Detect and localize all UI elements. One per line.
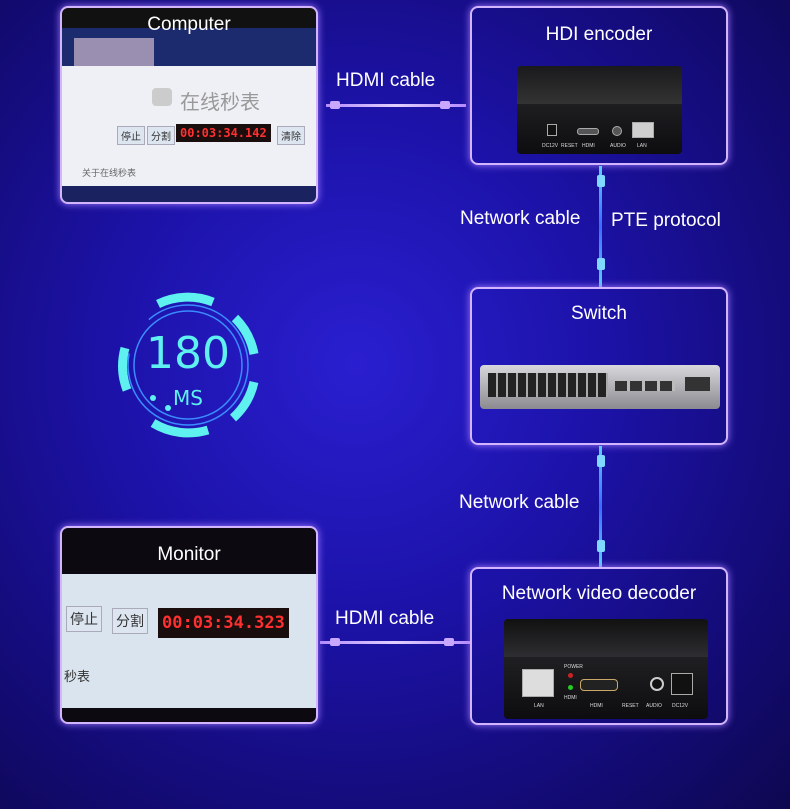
clear-button: 清除: [277, 126, 305, 145]
plug-icon: [597, 175, 605, 187]
plug-icon: [597, 258, 605, 270]
computer-title: Computer: [147, 14, 231, 35]
latency-gauge: 180 MS: [113, 290, 263, 440]
app-title: 在线秒表: [180, 92, 260, 114]
plug-icon: [597, 540, 605, 552]
port-label: HDMI: [582, 143, 595, 149]
port-label: LAN: [534, 703, 544, 709]
plug-icon: [440, 101, 450, 109]
switch-device-image: [480, 365, 720, 409]
network-cable-top: [599, 166, 602, 287]
encoder-panel: HDI encoder DC12V RESET HDMI AUDIO LAN: [470, 6, 728, 165]
hdmi-cable-label-top: HDMI cable: [336, 70, 436, 91]
network-cable-label-bottom: Network cable: [459, 492, 580, 513]
port-label: LAN: [637, 143, 647, 149]
port-label: HDMI: [564, 695, 577, 701]
stop-button: 停止: [117, 126, 145, 145]
decoder-device-image: LAN POWER HDMI HDMI RESET AUDIO DC12V: [504, 619, 708, 719]
port-label: POWER: [564, 664, 583, 670]
port-label: HDMI: [590, 703, 603, 709]
plug-icon: [330, 638, 340, 646]
port-label: RESET: [622, 703, 639, 709]
port-label: DC12V: [672, 703, 689, 709]
port-label: AUDIO: [610, 143, 626, 149]
gauge-ring-icon: [118, 292, 259, 438]
switch-panel: Switch: [470, 287, 728, 445]
encoder-device-image: DC12V RESET HDMI AUDIO LAN: [517, 66, 682, 154]
port-label: RESET: [561, 143, 578, 149]
plug-icon: [597, 455, 605, 467]
decoder-title: Network video decoder: [501, 583, 697, 604]
monitor-title: Monitor: [157, 544, 221, 565]
computer-screen: 在线秒表 停止 分割 00:03:34.142 清除 关于在线秒表: [62, 28, 316, 202]
decoder-panel: Network video decoder LAN POWER HDMI HDM…: [470, 567, 728, 725]
latency-unit: MS: [173, 386, 203, 410]
hdmi-cable-bottom: [320, 641, 470, 644]
timer-display: 00:03:34.323: [158, 608, 289, 638]
stop-button: 停止: [66, 606, 102, 632]
plug-icon: [330, 101, 340, 109]
latency-value: 180: [146, 328, 230, 379]
hdmi-cable-top: [326, 104, 466, 107]
plug-icon: [444, 638, 454, 646]
network-cable-bottom: [599, 446, 602, 567]
about-link: 关于在线秒表: [82, 168, 137, 178]
protocol-label: PTE protocol: [611, 210, 721, 231]
port-label: AUDIO: [646, 703, 662, 709]
computer-panel: 在线秒表 停止 分割 00:03:34.142 清除 关于在线秒表 Comput…: [60, 6, 318, 204]
monitor-panel: Monitor 停止 分割 00:03:34.323 秒表: [60, 526, 318, 724]
timer-display: 00:03:34.142: [176, 124, 271, 142]
port-label: DC12V: [542, 143, 559, 149]
split-button: 分割: [147, 126, 175, 145]
network-cable-label-top: Network cable: [460, 208, 581, 229]
switch-title: Switch: [571, 303, 627, 324]
about-text: 秒表: [64, 669, 91, 684]
monitor-screen: 停止 分割 00:03:34.323 秒表: [62, 574, 316, 708]
encoder-title: HDI encoder: [545, 24, 653, 45]
split-button: 分割: [112, 608, 148, 634]
hdmi-cable-label-bottom: HDMI cable: [335, 608, 435, 629]
